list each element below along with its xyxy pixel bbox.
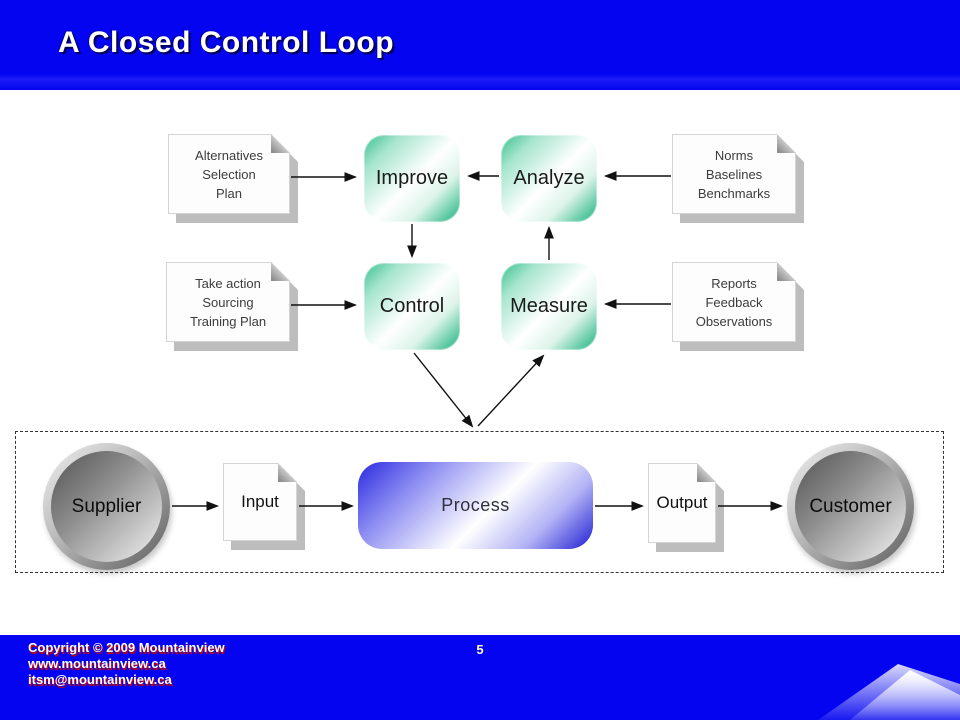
folded-corner-icon — [271, 262, 290, 281]
note-take-action: Take action Sourcing Training Plan — [166, 262, 290, 342]
note-body: Take action Sourcing Training Plan — [166, 262, 290, 342]
footer-bar: 5 Copyright © 2009 Mountainview www.moun… — [0, 635, 960, 720]
note-line: Training Plan — [189, 313, 267, 329]
note-line: Reports — [711, 275, 757, 291]
note-body: Reports Feedback Observations — [672, 262, 796, 342]
input-label: Input — [241, 492, 279, 511]
note-line: Sourcing — [202, 294, 254, 310]
loop-box-control: Control — [364, 263, 460, 350]
input-doc: Input — [223, 463, 297, 541]
page-title: A Closed Control Loop — [58, 26, 395, 59]
loop-box-improve: Improve — [364, 135, 460, 222]
loop-box-analyze: Analyze — [501, 135, 597, 222]
process-box: Process — [358, 462, 593, 549]
customer-label: Customer — [809, 495, 892, 517]
supplier-sphere-face: Supplier — [51, 451, 162, 562]
note-body: Alternatives Selection Plan — [168, 134, 290, 214]
email-link: itsm@mountainview.ca — [28, 672, 172, 687]
note-line: Norms — [714, 147, 754, 163]
copyright-line: Copyright © 2009 Mountainview — [28, 640, 225, 655]
arrow-junction-to-measure — [477, 354, 545, 427]
note-line: Benchmarks — [697, 185, 771, 201]
supplier-label: Supplier — [71, 495, 142, 517]
note-line: Plan — [215, 185, 243, 201]
footer-text-block: Copyright © 2009 Mountainview www.mounta… — [28, 640, 225, 688]
output-label: Output — [656, 493, 708, 512]
arrow-control-to-junction — [413, 352, 474, 428]
note-reports: Reports Feedback Observations — [672, 262, 796, 342]
loop-box-measure: Measure — [501, 263, 597, 350]
website-link: www.mountainview.ca — [28, 656, 166, 671]
process-label: Process — [441, 495, 510, 515]
loop-box-improve-label: Improve — [375, 167, 449, 189]
note-line: Selection — [202, 166, 256, 182]
folded-corner-icon — [777, 134, 796, 153]
title-bar: A Closed Control Loop — [0, 0, 960, 90]
note-alternatives: Alternatives Selection Plan — [168, 134, 290, 214]
sipoc-dashed-frame — [15, 431, 944, 573]
output-doc: Output — [648, 463, 716, 543]
note-line: Observations — [695, 313, 773, 329]
supplier-sphere: Supplier — [43, 443, 170, 570]
customer-sphere-face: Customer — [795, 451, 906, 562]
folded-corner-icon — [777, 262, 796, 281]
note-line: Alternatives — [195, 147, 263, 163]
note-norms: Norms Baselines Benchmarks — [672, 134, 796, 214]
note-line: Baselines — [705, 166, 763, 182]
customer-sphere: Customer — [787, 443, 914, 570]
folded-corner-icon — [271, 134, 290, 153]
loop-box-analyze-label: Analyze — [513, 167, 585, 189]
note-line: Take action — [195, 275, 261, 291]
folded-corner-icon — [697, 463, 716, 482]
note-body: Norms Baselines Benchmarks — [672, 134, 796, 214]
loop-box-measure-label: Measure — [510, 295, 588, 317]
page-number: 5 — [476, 642, 484, 657]
loop-box-control-label: Control — [379, 295, 445, 317]
folded-corner-icon — [278, 463, 297, 482]
mountain-logo-icon — [818, 664, 960, 720]
note-line: Feedback — [705, 294, 763, 310]
